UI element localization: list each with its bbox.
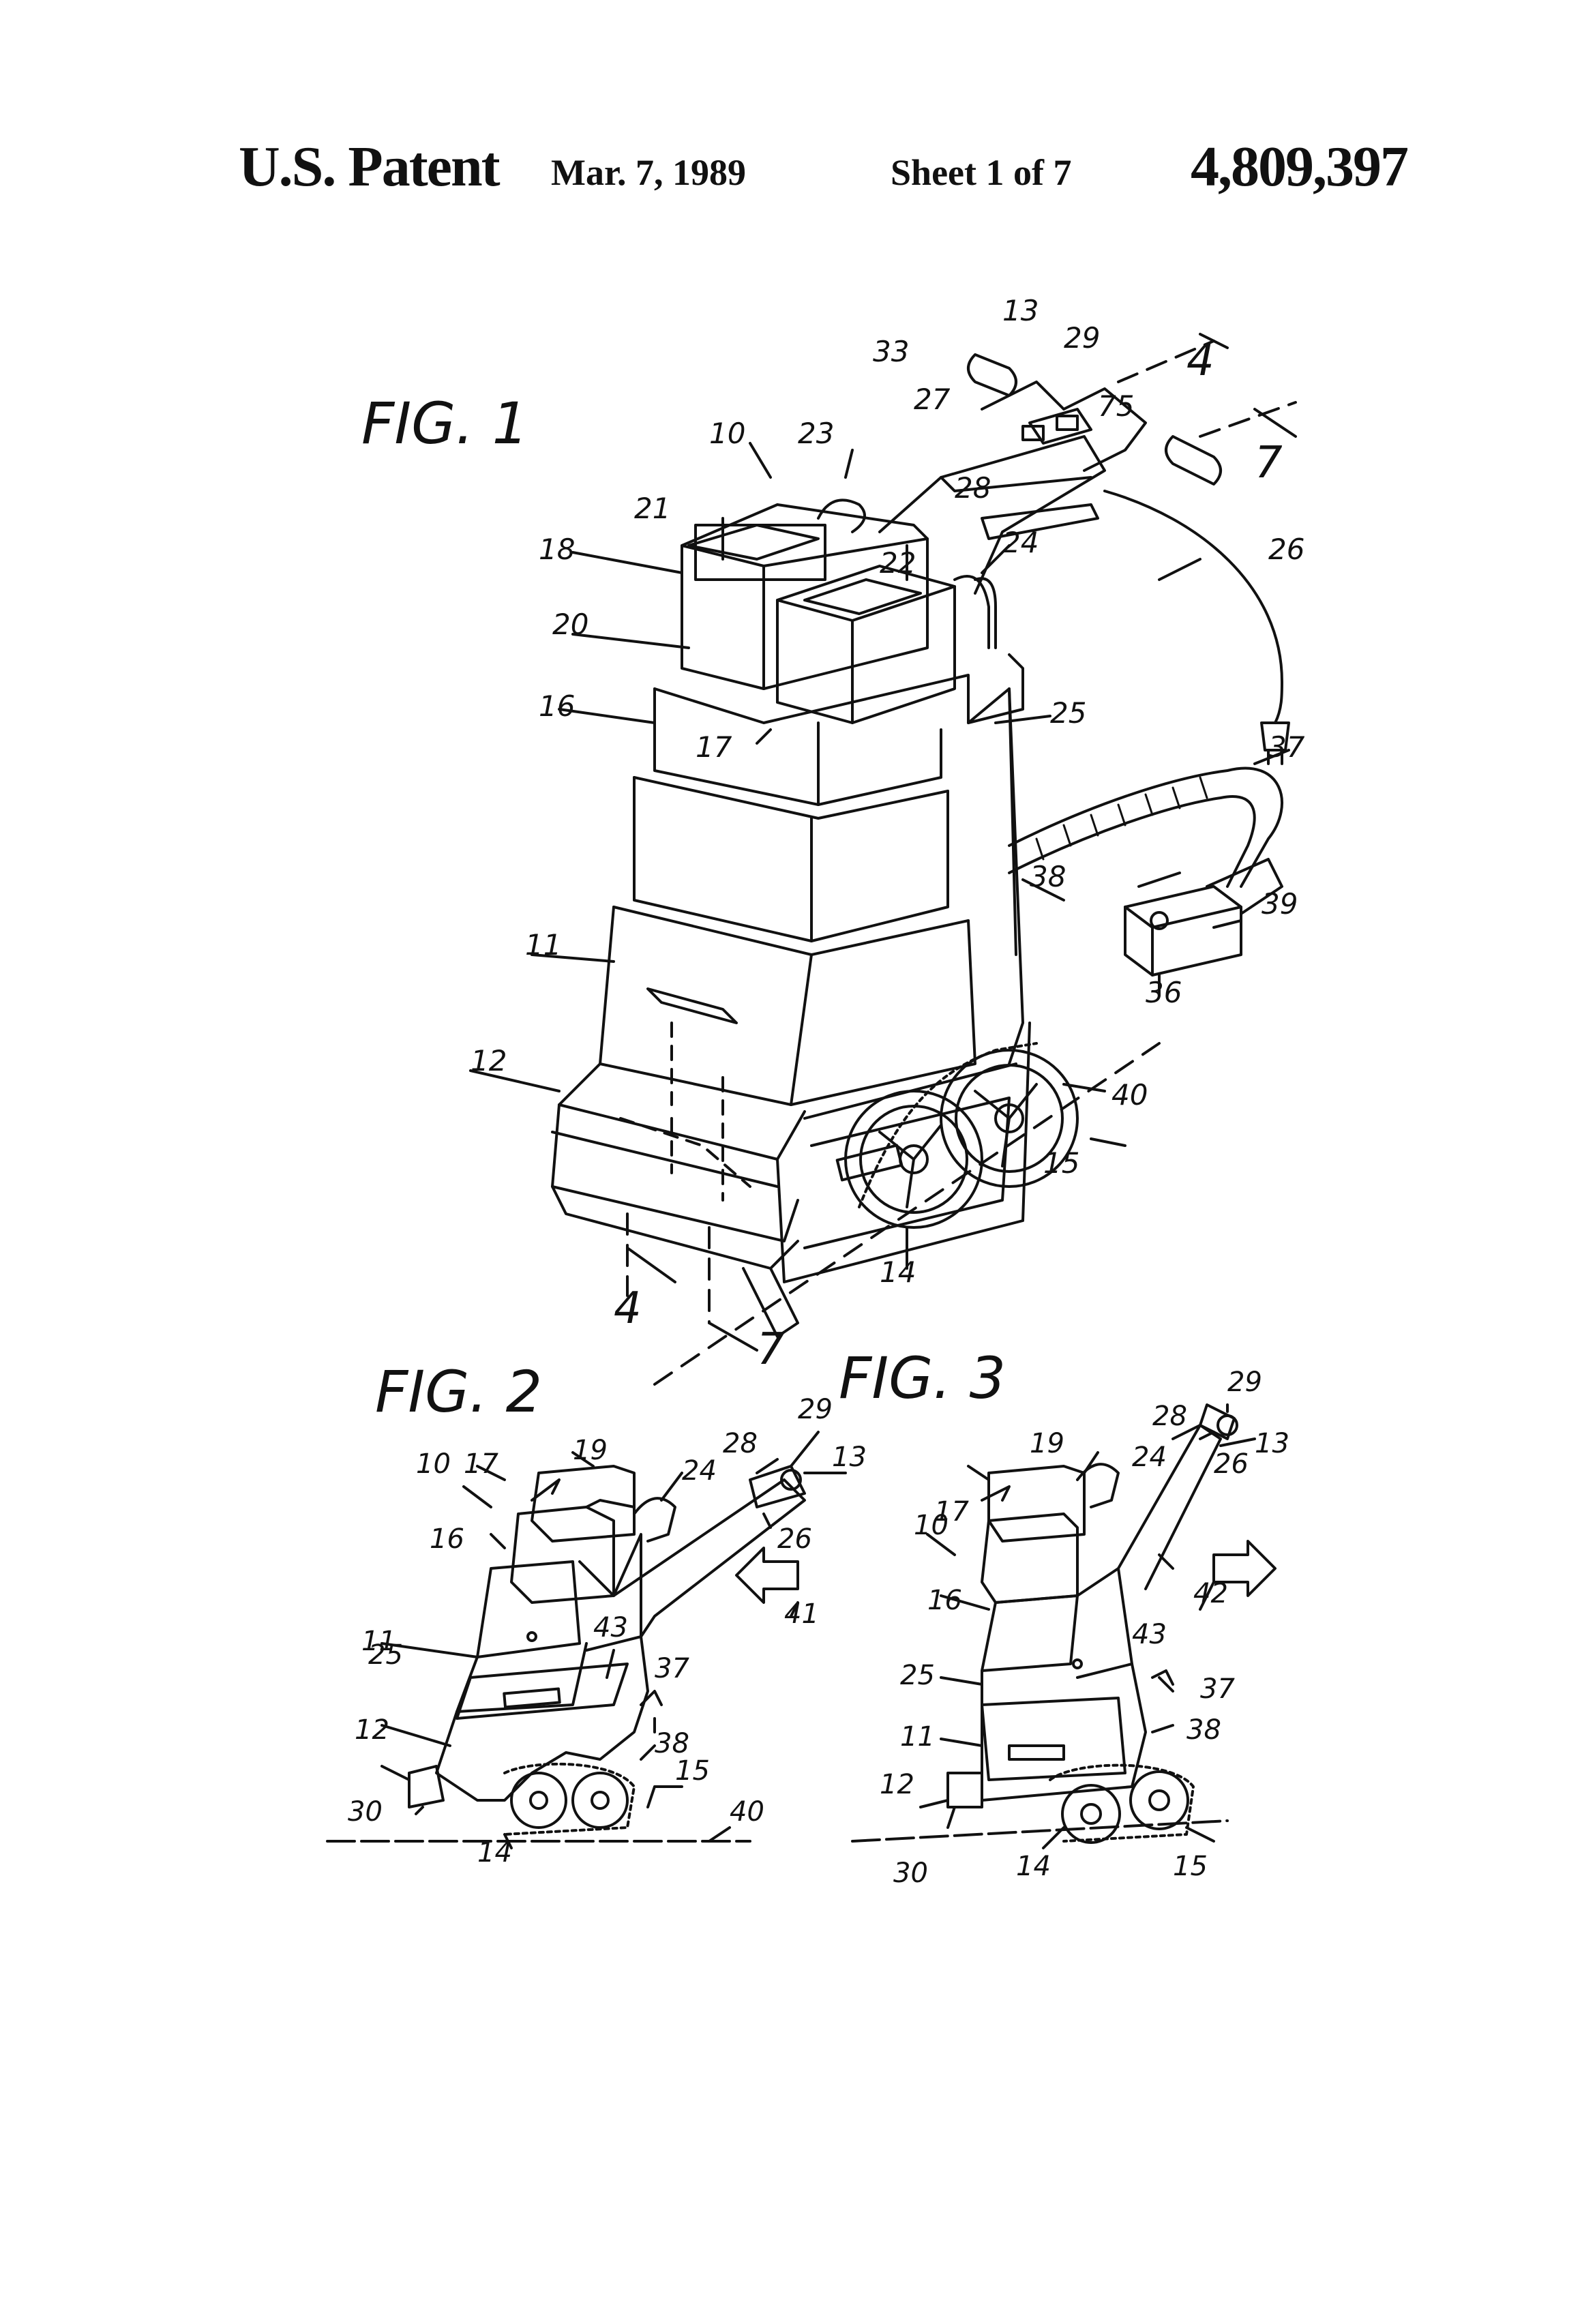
- fig2-ref-15: 15: [675, 1755, 710, 1787]
- fig2-ref-17: 17: [464, 1448, 498, 1480]
- fig2-ref-16: 16: [430, 1523, 464, 1555]
- fig3-ref-12: 12: [880, 1769, 914, 1800]
- fig1-ref-26: 26: [1268, 533, 1304, 566]
- fig3-ref-15: 15: [1173, 1851, 1208, 1882]
- fig2-ref-37: 37: [655, 1653, 689, 1684]
- fig1-ref-22: 22: [880, 546, 916, 580]
- fig1-ref-12: 12: [471, 1044, 507, 1077]
- fig1-ref-75: 75: [1098, 389, 1134, 423]
- fig1-ref-37: 37: [1268, 730, 1305, 764]
- fig3-ref-11: 11: [900, 1721, 935, 1753]
- fig2-ref-26: 26: [777, 1523, 812, 1555]
- fig3-ref-38: 38: [1186, 1714, 1221, 1746]
- fig2-ref-41: 41: [784, 1598, 819, 1630]
- fig2-label: FIG. 2: [375, 1358, 542, 1425]
- fig1-drawing: [469, 333, 1297, 1386]
- fig1-ref-25: 25: [1050, 696, 1086, 730]
- fig1-section-4-lower: 4: [614, 1283, 642, 1334]
- fig2-ref-28: 28: [723, 1428, 758, 1459]
- fig3-ref-28: 28: [1152, 1401, 1187, 1432]
- fig3-label: FIG. 3: [839, 1345, 1006, 1412]
- fig1-ref-15: 15: [1043, 1146, 1079, 1180]
- fig2-ref-12: 12: [355, 1714, 389, 1746]
- fig1-ref-11: 11: [525, 928, 561, 962]
- fig2-ref-29: 29: [798, 1394, 833, 1425]
- fig1-ref-27: 27: [914, 383, 951, 416]
- fig1-ref-23: 23: [798, 417, 834, 450]
- fig1-ref-38: 38: [1030, 860, 1066, 893]
- fig3-ref-19: 19: [1030, 1428, 1064, 1459]
- patent-header-number: 4,809,397: [1191, 135, 1409, 198]
- fig3-ref-30: 30: [893, 1858, 928, 1889]
- fig1-ref-33: 33: [873, 335, 909, 368]
- patent-header-title: U.S. Patent: [239, 135, 501, 198]
- fig1-ref-36: 36: [1146, 976, 1182, 1009]
- fig1-ref-24: 24: [1002, 526, 1039, 559]
- fig3-ref-26: 26: [1214, 1448, 1249, 1480]
- fig1-ref-28: 28: [955, 471, 991, 505]
- fig3-ref-16: 16: [927, 1585, 962, 1616]
- fig3-ref-14: 14: [1016, 1851, 1051, 1882]
- fig1-ref-29: 29: [1064, 321, 1100, 355]
- fig1-ref-18: 18: [539, 533, 575, 566]
- fig1-ref-39: 39: [1262, 887, 1298, 921]
- fig1-ref-16: 16: [539, 689, 575, 723]
- fig2-ref-11: 11: [361, 1626, 396, 1657]
- fig3-ref-42: 42: [1193, 1578, 1228, 1609]
- fig2-ref-43-visible: 43: [593, 1612, 628, 1643]
- fig2-ref-25-visible: 25: [368, 1639, 403, 1671]
- fig3-ref-10: 10: [914, 1510, 949, 1541]
- fig1-ref-13: 13: [1002, 294, 1039, 327]
- fig3-ref-43: 43: [1132, 1619, 1167, 1650]
- fig1-ref-17: 17: [696, 730, 732, 764]
- fig1-section-7-upper: 7: [1255, 438, 1283, 488]
- fig3-ref-37: 37: [1200, 1673, 1235, 1705]
- fig1-ref-40: 40: [1111, 1078, 1148, 1112]
- fig3-ref-17: 17: [934, 1496, 969, 1528]
- fig3-ref-24: 24: [1132, 1442, 1167, 1473]
- fig3-ref-13: 13: [1255, 1428, 1289, 1459]
- patent-header-date: Mar. 7, 1989: [551, 152, 746, 193]
- fig1-label: FIG. 1: [361, 390, 528, 457]
- fig1-section-4-upper: 4: [1186, 336, 1214, 386]
- fig2-ref-19: 19: [573, 1435, 608, 1466]
- fig2-ref-30: 30: [348, 1796, 383, 1828]
- fig3-drawing: [526, 1403, 1277, 1849]
- fig2-ref-10: 10: [416, 1448, 451, 1480]
- fig2-ref-38: 38: [655, 1728, 689, 1759]
- fig1-ref-21: 21: [634, 492, 670, 525]
- fig1-ref-10: 10: [709, 417, 745, 450]
- fig3-ref-29: 29: [1227, 1367, 1262, 1398]
- fig1-ref-14: 14: [880, 1255, 916, 1289]
- fig2-ref-24: 24: [682, 1455, 717, 1487]
- fig2-ref-13: 13: [832, 1442, 867, 1473]
- fig2-ref-40: 40: [730, 1796, 764, 1828]
- fig1-section-7-lower: 7: [757, 1324, 785, 1375]
- fig2-ref-14: 14: [477, 1837, 512, 1868]
- fig1-ref-20: 20: [552, 608, 588, 641]
- fig3-ref-25: 25: [900, 1660, 935, 1691]
- patent-header-sheet: Sheet 1 of 7: [891, 152, 1072, 193]
- fig2-drawing: [326, 1431, 847, 1849]
